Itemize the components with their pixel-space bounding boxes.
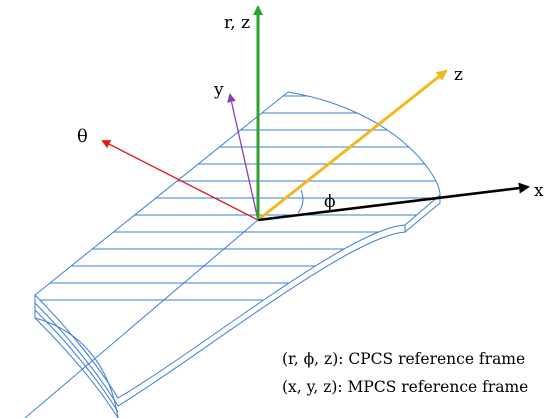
legend-cpcs: (r, ϕ, z): CPCS reference frame [282, 350, 525, 368]
label-phi: ϕ [324, 192, 336, 212]
ply-edge-1 [34, 295, 119, 407]
ply-edge-3 [34, 310, 119, 418]
axis-x-arrow [257, 182, 530, 222]
ply-edge-2 [34, 303, 119, 413]
laminate-right-lower [117, 231, 406, 407]
label-z: z [454, 65, 463, 85]
cylinder-axis-line [24, 219, 259, 418]
label-theta: θ [77, 126, 88, 147]
axis-theta-arrow [101, 140, 259, 221]
laminate-bottom-curve [34, 317, 119, 418]
axis-z-arrow [257, 69, 448, 222]
legend-mpcs: (x, y, z): MPCS reference frame [282, 378, 528, 396]
phi-angle-arc [297, 189, 304, 214]
laminate-top-surface [34, 91, 441, 399]
legend: (r, ϕ, z): CPCS reference frame (x, y, z… [282, 350, 528, 396]
laminate-outline [34, 91, 441, 418]
label-x: x [534, 181, 544, 201]
label-r-z: r, z [224, 13, 250, 33]
label-y: y [213, 80, 224, 100]
axis-y-arrow [227, 93, 259, 221]
